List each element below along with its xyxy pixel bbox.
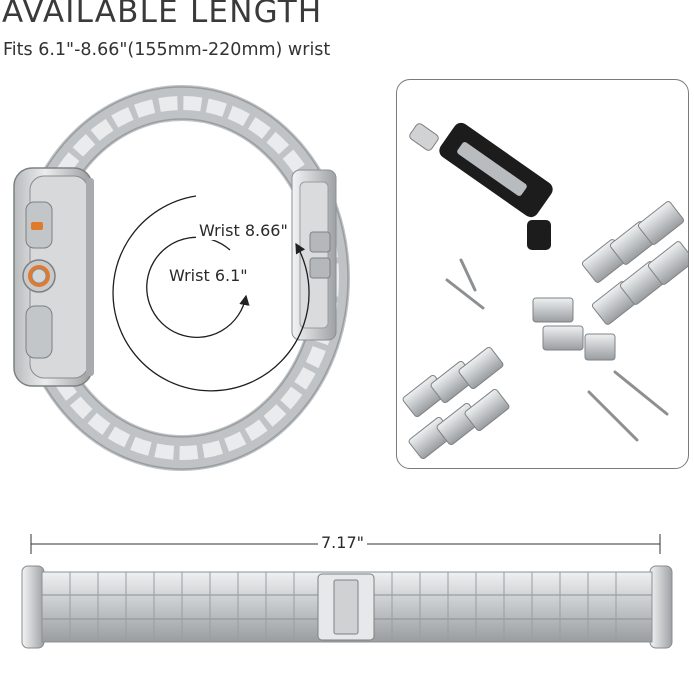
fit-range-subtitle: Fits 6.1"-8.66"(155mm-220mm) wrist — [3, 40, 331, 60]
link-segments — [402, 201, 688, 460]
spring-pins — [445, 258, 669, 442]
band-length-label: 7.17" — [318, 533, 367, 552]
watch-case — [13, 167, 94, 387]
clasp — [291, 169, 337, 341]
wrist-circles — [112, 195, 310, 392]
wrist-small-label: Wrist 6.1" — [166, 266, 251, 285]
tools-illustration — [402, 122, 688, 460]
wrist-large-label: Wrist 8.66" — [196, 221, 291, 240]
tools-inset — [396, 79, 689, 469]
pin-remover-tool-icon — [409, 122, 553, 250]
straight-band — [21, 534, 673, 649]
page-title: AVAILABLE LENGTH — [2, 0, 323, 30]
